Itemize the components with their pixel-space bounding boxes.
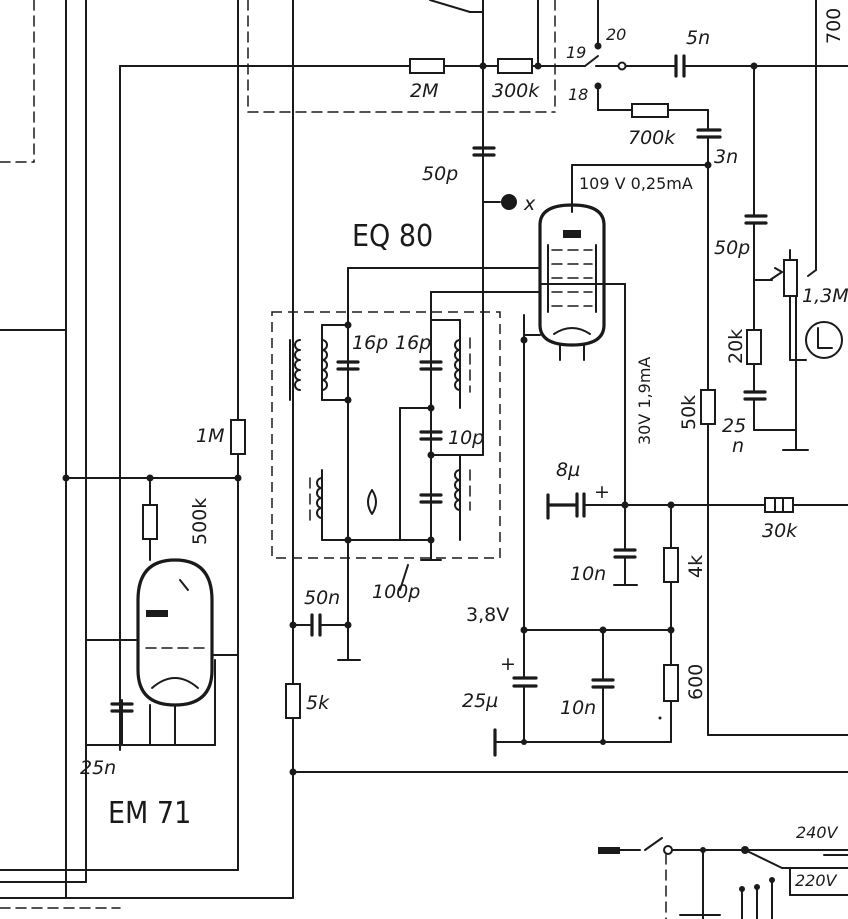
label-r-1m: 1M — [196, 425, 224, 447]
label-c-10p: 10p — [448, 427, 484, 449]
label-r-1-3m: 1,3M — [802, 285, 848, 307]
label-r-30k: 30k — [762, 520, 798, 542]
label-c-50p-b: 50p — [714, 237, 750, 259]
resistor-300k — [497, 58, 533, 74]
label-c-16p-b: 16p — [395, 332, 431, 354]
decoupling-network — [493, 492, 848, 757]
label-anode-voltage: 109 V 0,25mA — [579, 174, 693, 193]
coupling-5n — [625, 54, 848, 281]
label-r-600: 600 — [685, 664, 707, 700]
mains-selector — [598, 837, 848, 919]
label-r-50k: 50k — [678, 395, 700, 430]
label-r-500k: 500k — [189, 498, 211, 545]
label-r-2m: 2M — [410, 80, 438, 102]
label-terminal-18: 18 — [568, 85, 588, 104]
label-mains-220: 220V — [795, 871, 838, 890]
resistor-500k — [142, 504, 158, 540]
resistor-600 — [663, 664, 679, 702]
label-r-4k: 4k — [685, 555, 707, 578]
filter-box — [271, 267, 501, 661]
label-c-5n: 5n — [686, 27, 710, 49]
label-probe-x: x — [523, 193, 536, 215]
label-cathode-voltage: 3,8V — [466, 604, 509, 626]
label-terminal-19: 19 — [566, 43, 586, 62]
label-mains-240: 240V — [796, 823, 839, 842]
label-r-700k: 700k — [628, 127, 676, 149]
label-c-25n-b: 25n — [80, 757, 116, 779]
resistor-1m — [230, 419, 246, 455]
label-c-8u: 8µ — [556, 459, 580, 481]
label-screen-voltage: 30V 1,9mA — [635, 357, 654, 445]
resistor-2m — [409, 58, 445, 74]
probe-x — [472, 146, 517, 210]
label-c-3n: 3n — [714, 146, 738, 168]
grid-feed-network — [119, 0, 586, 751]
tube-eq80 — [347, 203, 626, 631]
range-switch — [584, 0, 722, 169]
label-c-50p-a: 50p — [422, 163, 458, 185]
label-r-700-edge: 700 — [823, 8, 845, 44]
label-c-25n-a: 25 — [722, 415, 746, 437]
grid-leak-network — [285, 613, 352, 776]
label-c-16p-a: 16p — [352, 332, 388, 354]
label-r-300k: 300k — [492, 80, 540, 102]
label-c-25n-a-unit: n — [732, 435, 744, 457]
resistor-4k — [663, 547, 679, 583]
resistor-20k — [746, 329, 762, 365]
label-plus-25u: + — [500, 653, 516, 675]
label-terminal-20: 20 — [606, 25, 626, 44]
label-em71: EM 71 — [108, 796, 191, 831]
resistor-5k — [285, 683, 301, 719]
label-r-20k: 20k — [725, 329, 747, 364]
label-r-5k: 5k — [306, 692, 330, 714]
label-c-10n-b: 10n — [560, 697, 596, 719]
tube-em71 — [62, 474, 242, 746]
resistor-30k — [764, 497, 794, 513]
resistor-700k — [631, 103, 669, 118]
volume-potentiometer — [769, 0, 843, 361]
resistor-50k — [700, 389, 716, 425]
label-plus-8u: + — [594, 481, 610, 503]
anode-load — [571, 164, 848, 736]
label-eq80: EQ 80 — [352, 219, 433, 254]
label-c-100p: 100p — [372, 581, 420, 603]
label-c-50n: 50n — [304, 587, 340, 609]
screen-dashed-box-left — [0, 0, 556, 163]
tone-network — [743, 279, 809, 451]
label-c-10n-a: 10n — [570, 563, 606, 585]
resistor-1-3m — [783, 259, 798, 297]
label-c-25u: 25µ — [462, 690, 498, 712]
